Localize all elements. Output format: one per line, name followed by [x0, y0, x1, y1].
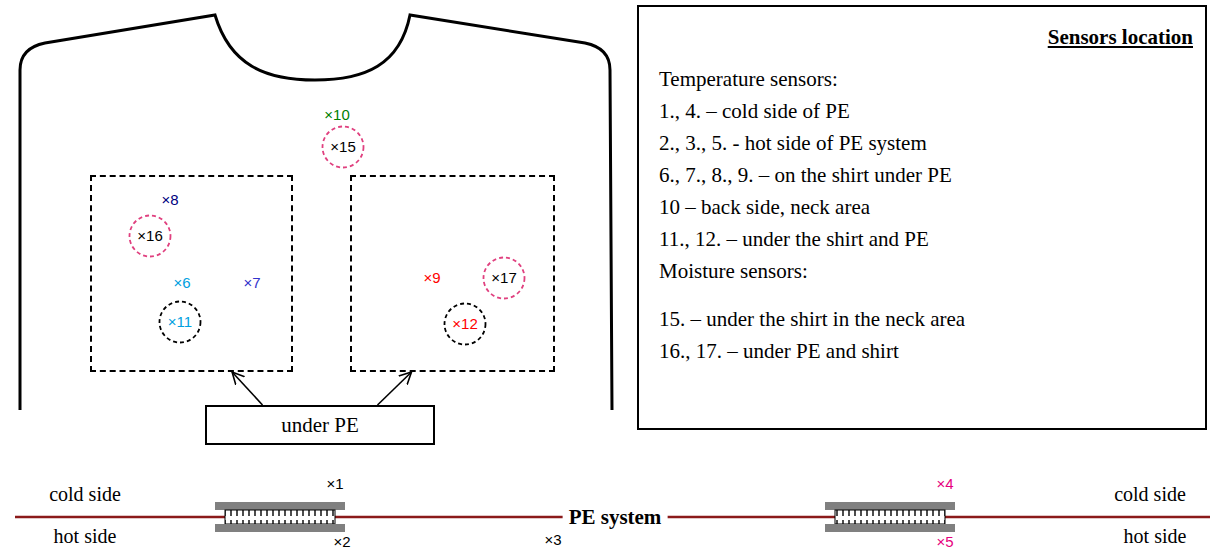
element-legs — [835, 510, 945, 524]
sensor-circle: ×11 — [158, 300, 202, 344]
shirt-outline-path — [20, 15, 612, 410]
cold-plate — [215, 502, 345, 510]
sensor-number: ×16 — [137, 227, 162, 244]
sensor-description: 11., 12. – under the shirt and PE — [659, 227, 929, 251]
arrow-connector — [232, 372, 262, 405]
sensor-number: ×8 — [161, 191, 178, 208]
element-legs — [225, 510, 335, 524]
box-heading: Sensors location — [1048, 25, 1193, 49]
text-box: under PE — [205, 405, 435, 445]
sensor-description: Temperature sensors: — [659, 67, 838, 91]
sensor-number: ×7 — [243, 274, 260, 291]
sensor-circle-outline — [160, 302, 201, 343]
sensor-number: ×15 — [330, 138, 355, 155]
sensor-circle-outline — [484, 258, 525, 299]
sensor-description: 2., 3., 5. - hot side of PE system — [659, 131, 927, 155]
sensor-number: ×4 — [936, 475, 953, 492]
element-body — [225, 510, 335, 524]
sensor-circle: ×17 — [482, 256, 526, 300]
sensor-number: ×6 — [173, 274, 190, 291]
shirt-outline: ×10 ×15 ×8 ×6 ×7 ×16 ×11 ×9 ×17 ×12 — [15, 10, 615, 410]
system-title: PE system — [563, 505, 668, 529]
sensor-number: ×5 — [936, 533, 953, 550]
pe-area: ×8 ×6 ×7 ×16 ×11 — [90, 175, 293, 372]
box-label: under PE — [281, 413, 359, 437]
pe-area: ×9 ×17 ×12 — [350, 175, 555, 372]
sensor-circle: ×16 — [128, 214, 172, 258]
arrow-connector — [378, 372, 412, 405]
sensor-number: ×11 — [168, 313, 192, 330]
sensor-number: ×17 — [491, 269, 516, 286]
cold-plate — [825, 502, 955, 510]
sensor-number: ×9 — [423, 269, 440, 286]
sensor-description: 10 – back side, neck area — [659, 195, 870, 219]
sensor-number: ×2 — [333, 533, 350, 550]
side-label: cold side — [1114, 483, 1186, 506]
sensor-circle-outline — [323, 127, 364, 168]
sensor-number: ×3 — [544, 531, 561, 548]
element-body — [835, 510, 945, 524]
sensor-number: ×1 — [326, 475, 343, 492]
sensor-description: 15. – under the shirt in the neck area — [659, 307, 965, 331]
text-box: Sensors locationTemperature sensors: 1., … — [637, 5, 1207, 430]
side-label: hot side — [1124, 525, 1187, 548]
shirt-outline — [15, 10, 615, 410]
sensor-circle: ×12 — [443, 302, 487, 346]
sensor-number: ×10 — [324, 106, 349, 123]
hot-plate — [215, 524, 345, 532]
sensor-circle-outline — [445, 304, 486, 345]
side-label: cold side — [49, 483, 121, 506]
sensor-circle: ×15 — [321, 125, 365, 169]
peltier-element — [215, 502, 345, 532]
sensor-description: Moisture sensors: — [659, 259, 808, 283]
sensor-description: 1., 4. – cold side of PE — [659, 99, 850, 123]
peltier-element — [825, 502, 955, 532]
sensor-number: ×12 — [452, 315, 477, 332]
sensor-description: 16., 17. – under PE and shirt — [659, 339, 899, 363]
sensor-description: 6., 7., 8., 9. – on the shirt under PE — [659, 163, 952, 187]
side-label: hot side — [54, 525, 117, 548]
sensor-circle-outline — [130, 216, 171, 257]
hot-plate — [825, 524, 955, 532]
